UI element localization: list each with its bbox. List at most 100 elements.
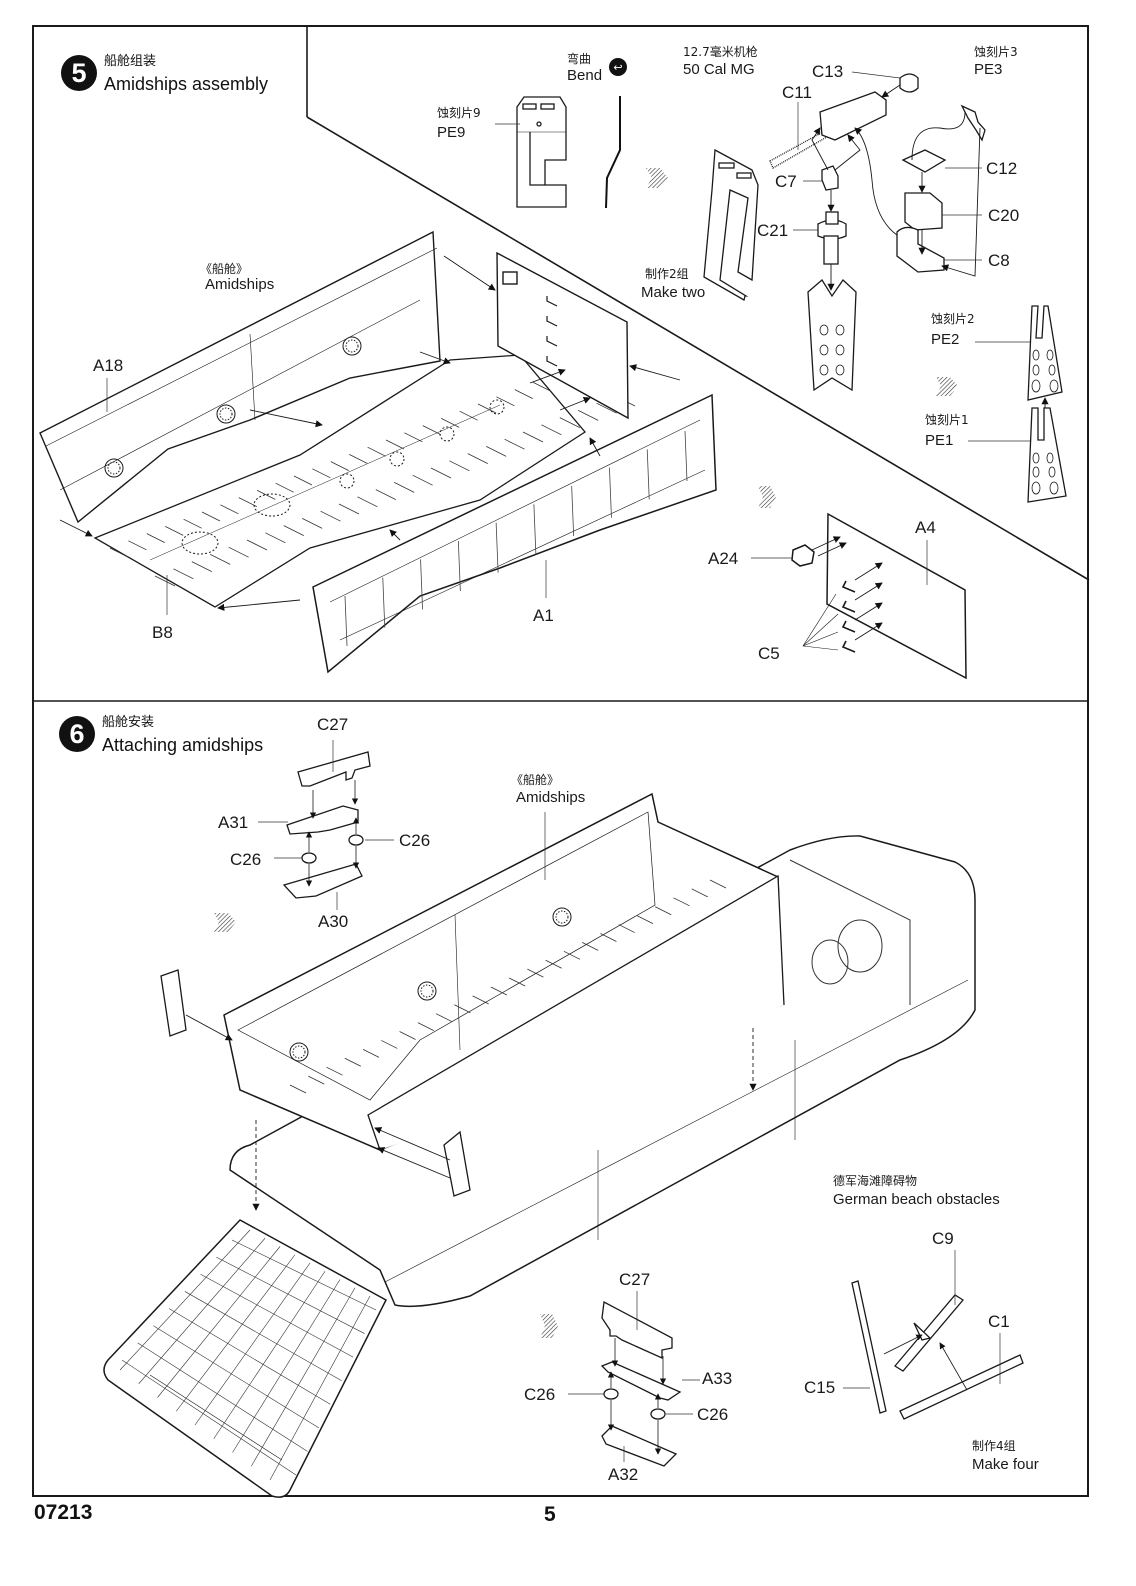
beach-obstacle-parts [851,1280,1024,1420]
rib-line [533,504,537,555]
make-four-label-en: Make four [972,1456,1039,1473]
part-label-c13: C13 [812,62,844,81]
part-a1-wall [312,393,717,674]
rib-line [220,504,239,515]
rib-line [200,1274,354,1358]
kit-number: 07213 [34,1501,93,1524]
rib-line [435,1013,453,1023]
rib-line [320,510,341,522]
pe3-label-en: PE3 [974,61,1003,78]
pe1-label-en: PE1 [925,432,954,449]
rib-line [184,1291,342,1381]
rib-line [578,410,599,421]
step-6-badge: 6 [59,716,95,752]
rib-line [420,559,423,610]
rib-line [109,547,129,558]
bow-ramp [103,1219,387,1498]
pe1-label-cn: 蚀刻片1 [925,413,969,427]
rib-line [275,482,294,493]
rib-line [119,1229,251,1371]
pe2-label-cn: 蚀刻片2 [931,312,975,326]
rib-line [265,532,286,544]
part-label-c12: C12 [986,159,1018,178]
part-label-c9: C9 [932,1229,954,1248]
rib-line [417,1022,435,1031]
rib-line [581,942,599,951]
rib-line [344,595,348,647]
pe3-label-cn: 蚀刻片3 [974,45,1018,59]
rib-line [210,554,231,565]
rib-line [269,1295,371,1481]
part-label-c26-c: C26 [524,1385,556,1404]
engine-detail [789,859,911,1005]
obstacles-label-en: German beach obstacles [833,1191,1000,1208]
a1-ribs [344,430,688,647]
rib-line [385,439,405,450]
pe2-label-en: PE2 [931,331,960,348]
rib-line [646,449,650,500]
rib-line [541,424,562,436]
deck-ribs [109,367,636,587]
rib-line [422,425,441,435]
a4-arrows [802,536,883,651]
bracket-set-top [282,751,371,899]
part-pe2-pe1 [1027,305,1067,503]
part-label-a32: A32 [608,1465,639,1484]
rib-line [655,906,672,916]
part-pe9 [516,96,567,208]
rib-line [293,475,313,486]
amidships-label-en-step6: Amidships [516,789,586,806]
rib-line [138,1238,266,1384]
part-label-a24: A24 [708,549,739,568]
rib-line [430,467,452,479]
bracket-bottom-arrows [607,1338,667,1455]
rib-line [246,539,268,551]
part-label-a18: A18 [93,356,124,375]
part-label-a31: A31 [218,813,249,832]
part-label-c26-b: C26 [399,831,431,850]
rib-line [128,540,147,551]
rib-line [495,522,499,573]
part-label-c26-d: C26 [697,1405,729,1424]
part-label-c5: C5 [758,644,780,663]
rib-line [228,546,249,558]
side-bracket-arrows [185,1014,757,1211]
part-a4-bulkhead [791,512,967,680]
rib-line [412,474,433,486]
rib-line [154,575,176,587]
part-label-a30: A30 [318,912,349,931]
mg-label-cn: 12.7毫米机枪 [683,45,758,59]
hatched-arrow-icon [646,168,668,188]
step-5-title-cn: 船舱组装 [104,54,157,69]
rib-line [404,432,423,443]
rib-line [183,518,202,529]
rib-line [508,977,526,987]
rib-line [165,526,184,536]
step-6-title-en: Attaching amidships [102,735,264,755]
rib-line [514,389,533,399]
side-brackets [160,969,471,1197]
rib-line [449,460,470,472]
mg-arrows [811,84,906,291]
rib-line [326,1066,343,1076]
rib-line [709,879,727,889]
rib-line [216,1256,365,1334]
rib-line [146,533,165,543]
leader-lines-step5 [106,71,1030,615]
rib-line [490,986,508,996]
part-label-a4: A4 [915,518,936,537]
rib-line [338,503,360,515]
part-label-c21: C21 [757,221,789,240]
rib-line [496,396,515,407]
part-a18-wall [39,230,441,524]
step-6-title-cn: 船舱安装 [102,715,155,730]
section-dividers [33,26,1090,702]
pe9-label-cn: 蚀刻片9 [437,106,481,120]
rib-line [375,489,396,500]
bend-arrow-icon: ↩ [609,58,627,76]
part-label-c15: C15 [804,1378,836,1397]
rib-line [283,525,304,536]
rib-line [527,968,544,978]
rib-line [257,490,276,500]
